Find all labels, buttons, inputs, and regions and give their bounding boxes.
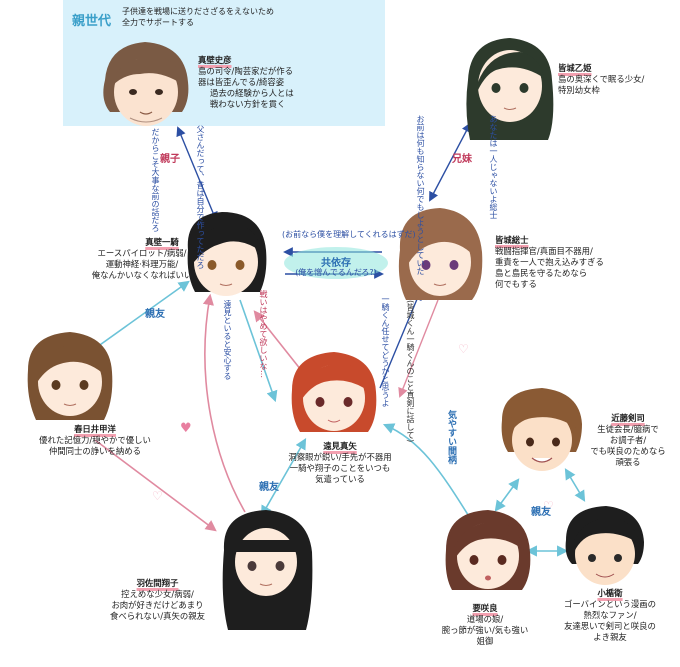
parent-generation-note: 子供達を戦場に送りださざるをえないため 全力でサポートする: [122, 7, 274, 27]
soshi-inner-voice: (お前なら僕を理解してくれるはずだ): [282, 230, 416, 239]
quote-soshi-to-otohime: あなたは一人じゃないよ総士: [489, 115, 498, 219]
desc-makabe-kazuki: 真壁一騎 エースパイロット/病弱/ 運動神経·料理万能/ 俺なんかいなくなればい…: [91, 237, 193, 280]
relation-kyodai: 兄妹: [452, 154, 472, 165]
arrow-kazuki-koyo: [88, 280, 190, 354]
quote-maya-to-soshi: (皆城くん一騎くんのこと真剣に話して): [406, 300, 415, 443]
desc-makabe-fumihiko: 真壁史彦 島の司令/陶芸家だが作る 器は皆歪んでる/綺容姿 過去の経験から人とは…: [198, 55, 294, 109]
relation-kyoizon: 共依存: [321, 258, 351, 269]
desc-kasugai-koyo: 春日井甲洋 優れた記憶力/穏やかで優しい 仲間同士の諍いを納める: [39, 424, 151, 456]
portrait-minashiro-soshi: [398, 208, 483, 300]
relation-shinyu-maya-shoko: 親友: [259, 482, 279, 493]
kyoizon-block: (お前なら僕を理解してくれるはずだ) 共依存 (俺を憎んでるんだろ?): [282, 226, 416, 282]
relation-shinyu-kazuki-koyo: 親友: [145, 309, 165, 320]
arrow-soshi-maya-pink: [398, 299, 439, 398]
portrait-minashiro-otohime: [466, 38, 554, 140]
portrait-tomi-maya: [291, 352, 377, 432]
relation-oyako: 親子: [160, 154, 180, 165]
relation-kiyasui: 気やすい間柄: [446, 410, 456, 464]
quote-father-to-kazuki: だからこそ大事な前の話だろ: [151, 128, 160, 232]
portrait-kasugai-koyo: [27, 332, 113, 420]
arrow-maya-shoko: [260, 438, 307, 517]
portrait-kondo-kenji: [501, 388, 582, 471]
arrow-shoko-kazuki: [202, 293, 246, 513]
quote-soshi-to-maya: 一騎くん任せてどうかと思うよ: [381, 295, 390, 407]
desc-minashiro-otohime: 皆城乙姫 島の奥深くで眠る少女/ 特別幼女枠: [558, 63, 645, 95]
portrait-kaname-sakura: [445, 510, 531, 590]
arrow-soshi-maya-blue: [379, 290, 422, 389]
portrait-kodate-mamoru: [565, 506, 644, 585]
desc-tomi-maya: 遠見真矢 洞察眼が鋭い/手先が不器用 一騎や翔子のことをいつも 気遣っている: [288, 441, 392, 484]
heart-icon: ♡: [458, 342, 469, 356]
portrait-makabe-fumihiko: [103, 42, 189, 126]
arrow-father-kazuki: [176, 126, 218, 222]
arrow-maya-kazuki-cyan: [239, 299, 278, 403]
desc-kodate-mamoru: 小楯衛 ゴーバインという漫画の 熱烈なファン/ 友達思いで剣司と咲良の よき親友: [563, 588, 657, 642]
desc-kaname-sakura: 要咲良 道場の娘/ 腕っ節が強い/気も強い 姐御: [441, 603, 529, 646]
arrow-sakura-maya: [382, 423, 471, 519]
parent-generation-title: 親世代: [72, 14, 112, 29]
heart-icon: ♡: [543, 499, 554, 513]
kazuki-inner-voice: (俺を憎んでるんだろ?): [295, 268, 377, 277]
desc-minashiro-soshi: 皆城総士 戦闘指揮官/真面目不器用/ 重責を一人で抱え込みすぎる 島と島民を守る…: [495, 235, 604, 289]
arrow-kenji-sakura: [494, 478, 520, 512]
heart-icon: ♡: [152, 489, 163, 503]
quote-kazuki-to-father: 父さんだって、昔は自分で作ってただろ: [196, 125, 205, 269]
relation-shinyu-kenji: 親友: [531, 507, 551, 518]
arrow-kazuki-maya-pink: [253, 310, 306, 376]
heart-icon: ♥: [180, 421, 192, 436]
quote-kazuki-to-maya: 戦いはやめて欲しいな…: [259, 290, 268, 378]
quote-otohime-to-soshi: お前は何も知らない何でもしようとしていた: [416, 115, 425, 275]
quote-maya-to-kazuki: 遠見といると安心する: [223, 300, 232, 380]
arrow-kenji-mamoru: [564, 468, 586, 502]
portrait-hazama-shoko: [222, 510, 313, 630]
arrow-koyo-shoko: [94, 439, 217, 532]
desc-hazama-shoko: 羽佐間翔子 控えめな少女/病弱/ お肉が好きだけどあまり 食べられない/真矢の親…: [110, 578, 205, 621]
portrait-makabe-kazuki: [187, 212, 267, 296]
arrow-soshi-otohime: [429, 122, 471, 202]
kyoizon-oval: [284, 247, 388, 279]
desc-kondo-kenji: 近藤剣司 生徒会長/臆病で お調子者/ でも咲良のためなら 頑張る: [590, 413, 666, 467]
